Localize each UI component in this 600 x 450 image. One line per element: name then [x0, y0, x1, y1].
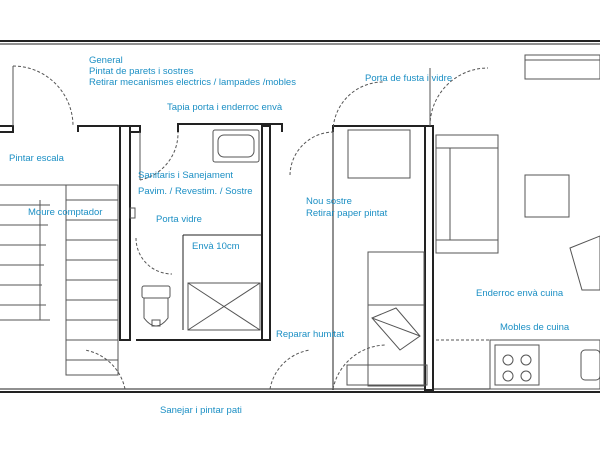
- annotation-retirar-paper: Retirar paper pintat: [306, 208, 388, 219]
- annotation-tapia-porta: Tapia porta i enderroc envà: [167, 102, 283, 113]
- staircase: [0, 184, 119, 376]
- annotation-general-title: General: [89, 55, 123, 66]
- bedroom-furniture: [346, 129, 428, 387]
- annotation-sanejar-pati: Sanejar i pintar pati: [160, 405, 242, 416]
- annotation-reparar-humitat: Reparar humitat: [276, 329, 345, 340]
- annotation-enva-10cm: Envà 10cm: [192, 241, 240, 252]
- annotation-enderroc-cuina: Enderroc envà cuina: [476, 288, 564, 299]
- annotation-general-paint: Pintat de parets i sostres: [89, 66, 194, 77]
- annotation-moure-comptador: Moure comptador: [28, 207, 103, 218]
- annotation-nou-sostre: Nou sostre: [306, 196, 352, 207]
- living-kitchen-furniture: [435, 54, 600, 390]
- annotation-sanitaris: Sanitaris i Sanejament: [138, 170, 234, 181]
- annotation-paviments: Pavim. / Revestim. / Sostre: [138, 186, 253, 197]
- annotation-porta-vidre: Porta vidre: [156, 214, 202, 225]
- annotation-mobles-cuina: Mobles de cuina: [500, 322, 570, 333]
- door-swings: [12, 65, 489, 390]
- bathroom-fixtures: [129, 129, 261, 331]
- annotation-porta-fusta: Porta de fusta i vidre: [365, 73, 453, 84]
- annotation-pintar-escala: Pintar escala: [9, 153, 64, 164]
- annotation-general-remove: Retirar mecanismes electrics / lampades …: [89, 77, 296, 88]
